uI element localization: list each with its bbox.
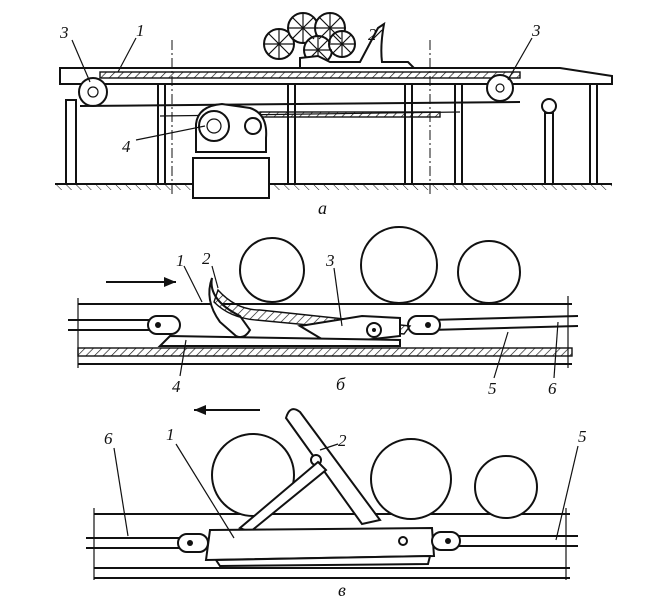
caption-b: б [336, 374, 346, 394]
log-c-3 [474, 455, 538, 519]
label-c-1: 1 [166, 425, 175, 444]
label-b-6: 6 [548, 379, 557, 398]
log-b-3 [457, 240, 521, 304]
caption-a: а [318, 198, 327, 218]
belt-hatched-strip [99, 71, 521, 79]
right-pulley [486, 74, 514, 102]
support-legs [65, 84, 598, 185]
drive-unit [192, 102, 270, 199]
figure-c: 6 1 2 5 в [86, 405, 587, 600]
carriage-c [204, 526, 436, 562]
label-a-2: 2 [368, 25, 377, 44]
return-belt [79, 101, 521, 107]
carriage-a [299, 21, 417, 69]
right-pulley-hub [495, 83, 505, 93]
log-c-2 [370, 438, 452, 520]
pusher-c [284, 408, 382, 526]
label-b-3: 3 [325, 251, 335, 270]
ground-hatch-a [55, 184, 612, 190]
label-c-2: 2 [338, 431, 347, 450]
caption-c: в [338, 580, 346, 600]
label-c-5: 5 [578, 427, 587, 446]
label-a-3-right: 3 [531, 21, 541, 40]
figure-a: 3 1 2 3 4 а [55, 12, 613, 218]
label-a-3-left: 3 [59, 23, 69, 42]
label-a-1: 1 [136, 21, 145, 40]
chain-link-left [147, 315, 181, 335]
hatched-bed-b [77, 347, 573, 357]
label-b-4: 4 [172, 377, 181, 396]
label-a-4: 4 [122, 137, 131, 156]
label-b-2: 2 [202, 249, 211, 268]
left-pulley [78, 77, 108, 107]
left-pulley-hub [87, 86, 99, 98]
label-c-6: 6 [104, 429, 113, 448]
slide-b [157, 334, 401, 347]
figure-b: 1 2 3 4 5 6 б [68, 226, 579, 398]
label-b-5: 5 [488, 379, 497, 398]
log-b-2 [360, 226, 438, 304]
label-b-1: 1 [176, 251, 185, 270]
belt-deck [59, 67, 613, 85]
log-b-1 [239, 237, 305, 303]
chain-link-right [407, 315, 441, 335]
